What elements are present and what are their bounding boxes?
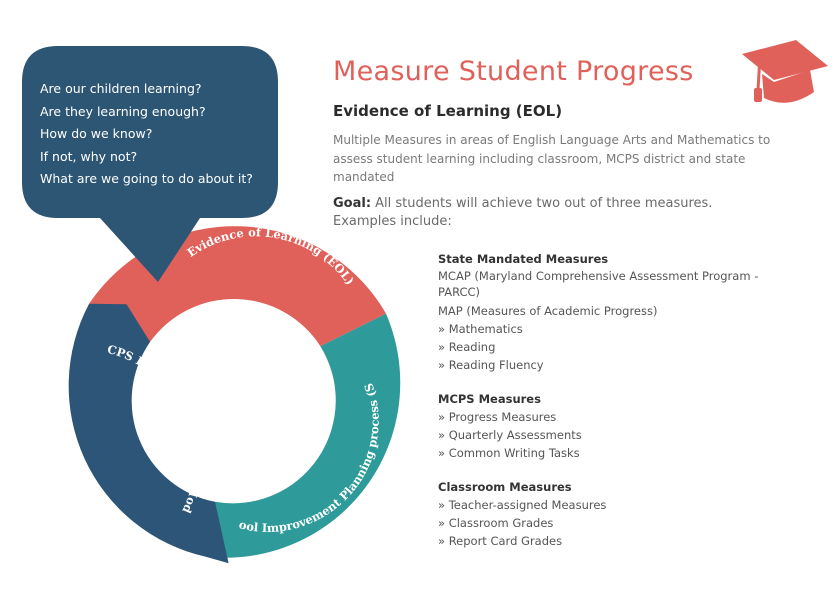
group-title: MCPS Measures <box>438 392 541 406</box>
group-title: Classroom Measures <box>438 480 572 494</box>
list-item: » Quarterly Assessments <box>438 428 582 442</box>
list-item: » Classroom Grades <box>438 516 554 530</box>
page-title: Measure Student Progress <box>333 56 694 87</box>
ring-segment-mcps <box>68 303 229 564</box>
state-measures-group: State Mandated Measures MCAP (Maryland C… <box>438 250 788 374</box>
list-item: » Progress Measures <box>438 410 557 424</box>
list-item: » Mathematics <box>438 322 523 336</box>
list-item: MCAP (Maryland Comprehensive Assessment … <box>438 269 759 299</box>
goal-statement: Goal: All students will achieve two out … <box>333 195 753 231</box>
question-item: Are they learning enough? <box>40 103 206 119</box>
list-item: » Common Writing Tasks <box>438 446 580 460</box>
goal-text: All students will achieve two out of thr… <box>333 196 713 229</box>
ring-segment-sip <box>205 313 401 558</box>
description: Multiple Measures in areas of English La… <box>333 133 771 184</box>
classroom-measures-group: Classroom Measures » Teacher-assigned Me… <box>438 478 788 550</box>
list-item: » Teacher-assigned Measures <box>438 498 607 512</box>
list-item: MAP (Measures of Academic Progress) <box>438 304 658 318</box>
question-item: If not, why not? <box>40 148 138 164</box>
list-item: » Report Card Grades <box>438 534 563 548</box>
list-item: » Reading <box>438 340 496 354</box>
question-item: Are our children learning? <box>40 81 202 96</box>
list-item: » Reading Fluency <box>438 358 544 372</box>
speech-bubble <box>22 46 278 282</box>
bubble-questions: Are our children learning? Are they lear… <box>40 78 270 191</box>
graduation-cap-icon <box>742 40 828 103</box>
question-item: What are we going to do about it? <box>40 171 253 186</box>
measures-list: State Mandated Measures MCAP (Maryland C… <box>438 250 788 566</box>
goal-label: Goal: <box>333 196 372 211</box>
question-item: How do we know? <box>40 126 153 141</box>
group-title: State Mandated Measures <box>438 252 609 266</box>
page-subtitle: Evidence of Learning (EOL) <box>333 102 563 120</box>
mcps-measures-group: MCPS Measures » Progress Measures » Quar… <box>438 390 788 462</box>
